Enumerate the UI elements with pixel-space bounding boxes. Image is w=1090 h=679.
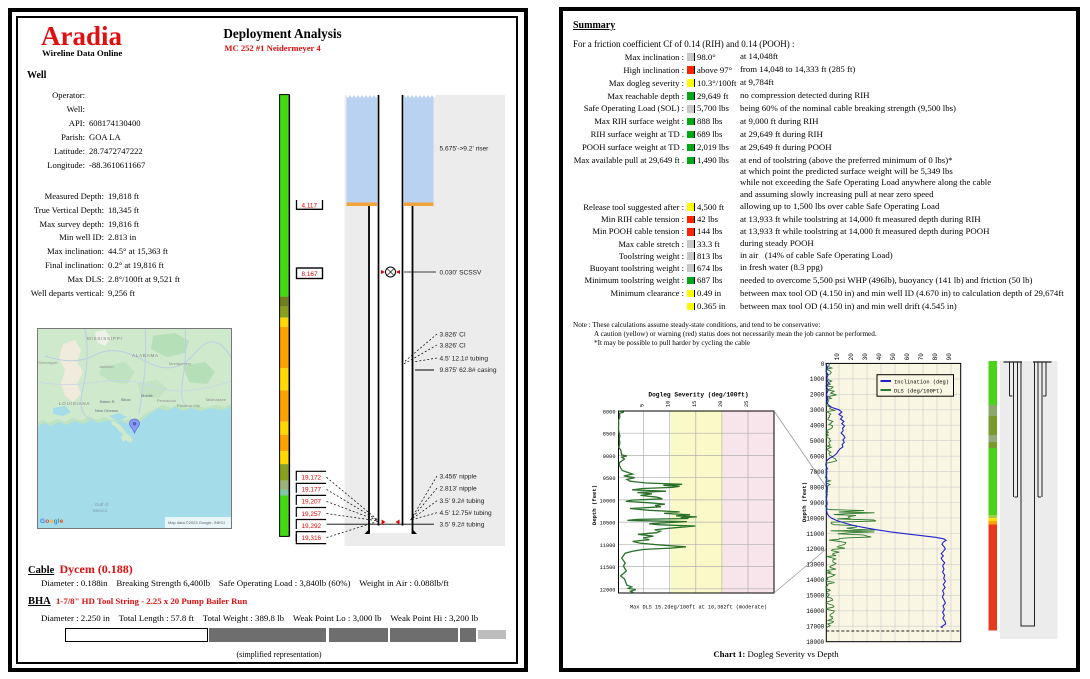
svg-text:13000: 13000: [806, 562, 824, 569]
svg-text:5000: 5000: [810, 438, 825, 445]
svg-text:80: 80: [932, 353, 939, 361]
svg-text:70: 70: [918, 353, 925, 361]
svg-text:ALABAMA: ALABAMA: [132, 353, 159, 358]
svg-text:4,117: 4,117: [302, 203, 318, 210]
svg-text:Panama City: Panama City: [177, 403, 200, 408]
svg-text:9000: 9000: [603, 454, 616, 460]
svg-text:Map data ©2023 Google, INEGI: Map data ©2023 Google, INEGI: [168, 520, 225, 525]
svg-text:4000: 4000: [810, 423, 825, 430]
svg-text:19,257: 19,257: [302, 511, 322, 518]
svg-text:5: 5: [640, 404, 646, 407]
svg-text:10: 10: [666, 401, 672, 407]
svg-text:Baton R.: Baton R.: [100, 399, 116, 404]
svg-text:0.030' SCSSV: 0.030' SCSSV: [440, 269, 483, 276]
svg-text:Depth (feet): Depth (feet): [801, 482, 808, 522]
svg-text:Jackson: Jackson: [99, 364, 114, 369]
svg-text:10: 10: [834, 353, 841, 361]
svg-text:11000: 11000: [806, 531, 824, 538]
svg-text:Biloxi: Biloxi: [121, 397, 131, 402]
svg-text:MISSISSIPPI: MISSISSIPPI: [87, 336, 123, 341]
svg-text:4.5' 12.75# tubing: 4.5' 12.75# tubing: [440, 510, 493, 517]
svg-text:12000: 12000: [600, 587, 616, 593]
svg-text:19,177: 19,177: [302, 487, 322, 494]
svg-text:3.826' CI: 3.826' CI: [440, 343, 466, 350]
svg-text:3.456' nipple: 3.456' nipple: [440, 473, 478, 480]
svg-text:Mexico: Mexico: [93, 508, 108, 513]
svg-text:Mobile: Mobile: [141, 393, 154, 398]
svg-text:Shreveport: Shreveport: [38, 360, 58, 365]
svg-text:60: 60: [904, 353, 911, 361]
svg-text:Inclination (deg): Inclination (deg): [894, 380, 949, 386]
svg-text:12000: 12000: [806, 546, 824, 553]
svg-text:3.5' 9.2# tubing: 3.5' 9.2# tubing: [440, 498, 485, 505]
svg-text:0: 0: [821, 361, 825, 368]
svg-text:3000: 3000: [810, 407, 825, 414]
svg-text:11000: 11000: [600, 543, 616, 549]
svg-text:New Orleans: New Orleans: [95, 408, 118, 413]
svg-text:Dogleg Severity (deg/100ft): Dogleg Severity (deg/100ft): [648, 392, 748, 399]
svg-text:19,207: 19,207: [302, 499, 322, 506]
svg-text:19,172: 19,172: [302, 475, 322, 482]
svg-text:9.875' 62.8# casing: 9.875' 62.8# casing: [440, 367, 497, 374]
svg-text:6000: 6000: [810, 454, 825, 461]
svg-text:11500: 11500: [600, 565, 616, 571]
svg-text:10000: 10000: [600, 498, 616, 504]
svg-text:Max DLS 15.2deg/100ft at 10,38: Max DLS 15.2deg/100ft at 10,382ft (moder…: [630, 605, 767, 611]
svg-text:8000: 8000: [603, 410, 616, 416]
svg-text:9000: 9000: [810, 500, 825, 507]
svg-text:40: 40: [876, 353, 883, 361]
svg-text:17000: 17000: [806, 624, 824, 631]
svg-text:Google: Google: [40, 518, 64, 525]
svg-text:4.5' 12.1# tubing: 4.5' 12.1# tubing: [440, 355, 489, 362]
svg-text:7000: 7000: [810, 469, 825, 476]
svg-text:LOUISIANA: LOUISIANA: [59, 401, 90, 406]
svg-text:3.826' CI: 3.826' CI: [440, 331, 466, 338]
svg-text:DLS (deg/100Ft): DLS (deg/100Ft): [894, 389, 943, 395]
svg-text:Tallahassee: Tallahassee: [205, 397, 227, 402]
svg-text:19,316: 19,316: [302, 535, 322, 542]
svg-text:1000: 1000: [810, 376, 825, 383]
svg-text:9500: 9500: [603, 476, 616, 482]
svg-text:19,292: 19,292: [302, 523, 322, 530]
svg-text:Montgomery: Montgomery: [169, 361, 191, 366]
svg-text:5.675'->9.2' riser: 5.675'->9.2' riser: [440, 145, 490, 152]
svg-text:15000: 15000: [806, 593, 824, 600]
svg-text:10000: 10000: [806, 515, 824, 522]
svg-text:16000: 16000: [806, 608, 824, 615]
svg-text:2000: 2000: [810, 392, 825, 399]
svg-text:Gulf of: Gulf of: [95, 502, 109, 507]
svg-text:25: 25: [744, 401, 750, 407]
svg-text:20: 20: [848, 353, 855, 361]
svg-text:8,167: 8,167: [302, 271, 318, 278]
svg-text:90: 90: [946, 353, 953, 361]
svg-text:30: 30: [862, 353, 869, 361]
svg-text:Pensacola: Pensacola: [157, 398, 176, 403]
svg-text:8500: 8500: [603, 432, 616, 438]
svg-text:50: 50: [890, 353, 897, 361]
svg-text:20: 20: [718, 401, 724, 407]
svg-text:Depth (feet): Depth (feet): [591, 485, 598, 525]
svg-text:14000: 14000: [806, 577, 824, 584]
svg-text:10500: 10500: [600, 521, 616, 527]
svg-text:3.5' 9.2# tubing: 3.5' 9.2# tubing: [440, 522, 485, 529]
svg-text:8000: 8000: [810, 484, 825, 491]
svg-text:18000: 18000: [806, 639, 824, 646]
svg-text:15: 15: [692, 401, 698, 407]
svg-text:2.813' nipple: 2.813' nipple: [440, 485, 478, 492]
